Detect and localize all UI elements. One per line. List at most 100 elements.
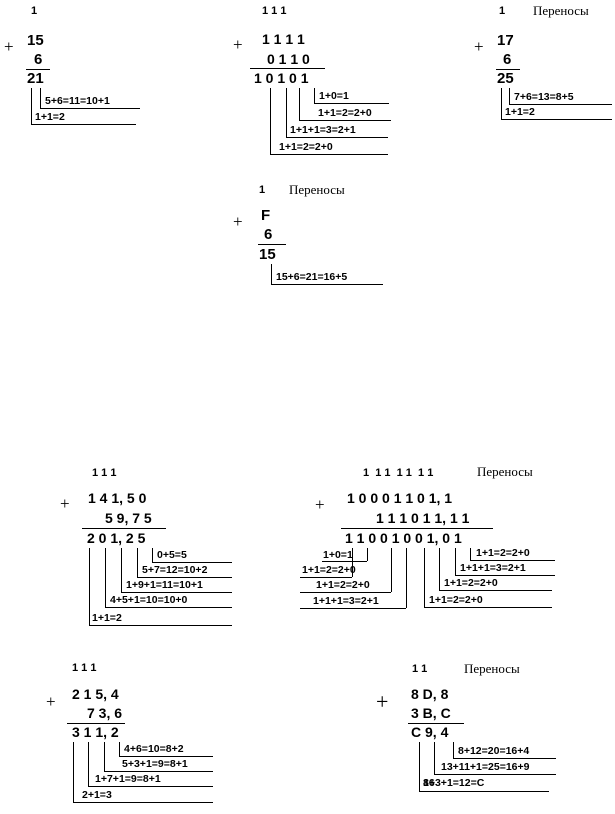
- carry-digits: 1: [259, 184, 266, 196]
- note: 4+5+1=10=10+0: [110, 594, 188, 606]
- note: 7+6=13=8+5: [514, 91, 574, 103]
- note-box: 5+7=12=10+2: [137, 548, 232, 578]
- note: 1+1=2=2+0: [316, 579, 370, 591]
- note: 15+6=21=16+5: [276, 271, 348, 283]
- note: 4+6=10=8+2: [124, 743, 184, 755]
- addend-2: 6: [264, 226, 273, 243]
- note: 8+12=20=16+4: [458, 745, 530, 757]
- note-box: 1+1=2=2+0: [299, 88, 391, 121]
- note-box: 1+0=1: [314, 88, 389, 104]
- note: 1+1=2: [505, 106, 535, 118]
- note: 1+7+1=9=8+1: [95, 773, 161, 785]
- addend-1: 15: [27, 32, 44, 49]
- note-box: 4+6=10=8+2: [119, 742, 213, 757]
- note-box: 1+1=2=2+0: [270, 88, 388, 155]
- sum: 3 1 1, 2: [72, 724, 119, 740]
- note: 1+1=2=2+0: [302, 564, 356, 576]
- note: 13+11+1=25=16+9: [441, 761, 530, 773]
- carry-digits: 1 1: [412, 663, 428, 675]
- note: 1+1=2=2+0: [318, 107, 372, 119]
- note: 1+0=1: [319, 90, 349, 102]
- sum: 25: [497, 70, 514, 87]
- addend-1: 1 1 1 1: [262, 31, 305, 47]
- plus-sign: +: [474, 37, 484, 56]
- addend-1: 2 1 5, 4: [72, 686, 119, 702]
- addend-1: 8 D, 8: [411, 686, 449, 702]
- addend-2: 7 3, 6: [87, 705, 123, 721]
- note: 1+1=2=2+0: [279, 141, 333, 153]
- note: 1+9+1=11=10+1: [126, 579, 203, 591]
- plus-sign: +: [4, 37, 14, 56]
- addend-2: 6: [34, 51, 43, 68]
- note: 1+1=2: [92, 612, 122, 624]
- note-box: 1+1+1=3=2+1: [455, 548, 555, 576]
- plus-sign: +: [233, 212, 243, 231]
- carry-digits: 1 1 1: [92, 467, 117, 479]
- note: 1+0=1: [323, 549, 353, 561]
- sum-rule: [341, 528, 493, 529]
- note: 1+1+1=3=2+1: [313, 595, 379, 607]
- note-box: 2+1=3: [73, 742, 213, 803]
- note: 5+6=11=10+1: [45, 95, 110, 107]
- sum: 1 1 0 0 1 0 0 1, 0 1: [345, 530, 462, 546]
- addend-1: 17: [497, 32, 514, 49]
- sum-rule: [250, 68, 325, 69]
- note-box: 7+6=13=8+5: [509, 88, 612, 105]
- note-box: 1+1=2: [501, 88, 612, 120]
- sum-rule: [67, 723, 125, 724]
- addend-1: F: [261, 207, 271, 224]
- sum: 15: [259, 246, 276, 263]
- carries-label: Переносы: [464, 661, 520, 676]
- plus-sign: +: [60, 494, 70, 513]
- addend-1: 1 0 0 0 1 1 0 1, 1: [347, 490, 453, 506]
- note-box: 1+1=2: [89, 548, 232, 626]
- note-box: 0+5=5: [152, 548, 232, 563]
- carry-digits: 1: [31, 5, 38, 17]
- sum: 1 0 1 0 1: [254, 70, 309, 86]
- addend-2: 0 1 1 0: [267, 51, 310, 67]
- note: 1+1=2=2+0: [476, 547, 530, 559]
- base-subscript: 16: [423, 777, 435, 789]
- note-box: 1+9+1=11=10+1: [121, 548, 232, 593]
- note-box: 1+1=2=2+0: [439, 548, 552, 591]
- sum: 21: [27, 70, 44, 87]
- plus-sign: +: [46, 692, 56, 711]
- sum: C 9, 4: [411, 724, 449, 740]
- note-box: 5+3+1=9=8+1: [104, 742, 213, 772]
- note: 2+1=3: [82, 789, 112, 801]
- sum-rule: [258, 244, 286, 245]
- note-box: 1+1=2=2+0: [424, 548, 552, 608]
- note-box: 1+7+1=9=8+1: [88, 742, 213, 787]
- carries-label: Переносы: [477, 464, 533, 479]
- carries-label: Переносы: [289, 182, 345, 197]
- plus-sign: +: [233, 35, 243, 54]
- sum-rule: [496, 69, 520, 70]
- note: 1+1=2: [35, 111, 65, 123]
- carry-digits: 1 1 1: [262, 5, 287, 17]
- note-box: 1+1+1=3=2+1: [286, 88, 388, 138]
- note-box: 5+6=11=10+1: [40, 88, 140, 109]
- sum-rule: [408, 723, 464, 724]
- addend-2: 1 1 1 0 1 1, 1 1: [376, 510, 470, 526]
- note-box: 1+1=2: [31, 88, 136, 125]
- addend-2: 3 B, C: [411, 705, 451, 721]
- carry-digits: 1 1 1 1 1 1 1: [363, 467, 434, 479]
- plus-sign: +: [315, 495, 325, 514]
- note-box: 8+12=20=16+4: [453, 742, 556, 759]
- addend-2: 6: [503, 51, 512, 68]
- note-box: 13+11+1=25=16+9: [434, 742, 556, 775]
- note: 1+1+1=3=2+1: [460, 562, 526, 574]
- addend-2: 5 9, 7 5: [105, 510, 152, 526]
- note: 5+3+1=9=8+1: [122, 758, 188, 770]
- note-box: 1+1=2=2+0: [470, 547, 555, 561]
- carry-digits: 1: [499, 5, 506, 17]
- note: 5+7=12=10+2: [142, 564, 208, 576]
- sum-rule: [26, 69, 50, 70]
- carries-label: Переносы: [533, 3, 589, 18]
- carry-digits: 1 1 1: [72, 662, 97, 674]
- note: 1+1=2=2+0: [444, 577, 498, 589]
- plus-sign: +: [376, 689, 389, 714]
- addend-1: 1 4 1, 5 0: [88, 490, 147, 506]
- sum-rule: [82, 528, 166, 529]
